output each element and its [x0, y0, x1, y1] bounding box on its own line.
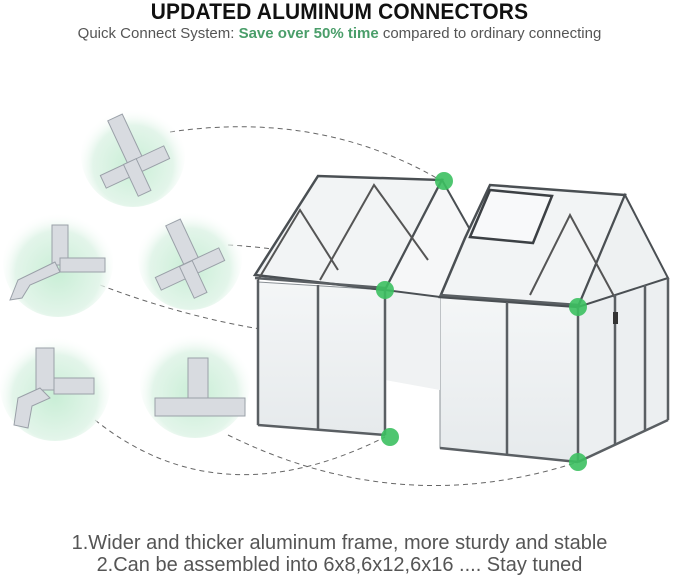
connector-top-left — [81, 103, 185, 207]
connector-bottom-left — [0, 331, 110, 441]
subtitle: Quick Connect System: Save over 50% time… — [0, 25, 679, 43]
marker-left-top — [376, 281, 394, 299]
connection-markers — [376, 172, 587, 471]
subtitle-suffix: compared to ordinary connecting — [378, 25, 602, 42]
marker-left-bottom — [381, 428, 399, 446]
connector-middle-center — [138, 206, 242, 310]
page-title: UPDATED ALUMINUM CONNECTORS — [150, 0, 529, 24]
connector-middle-left — [3, 207, 113, 317]
marker-right-top — [569, 298, 587, 316]
feature-line-2: 2.Can be assembled into 6x8,6x12,6x16 ..… — [96, 554, 583, 576]
subtitle-highlight: Save over 50% time — [238, 25, 379, 42]
subtitle-prefix: Quick Connect System: — [77, 25, 239, 42]
marker-right-bottom — [569, 453, 587, 471]
greenhouse — [252, 174, 670, 464]
marker-roof-peak — [435, 172, 453, 190]
feature-line-1: 1.Wider and thicker aluminum frame, more… — [71, 532, 608, 554]
connector-bottom-center — [140, 328, 250, 438]
